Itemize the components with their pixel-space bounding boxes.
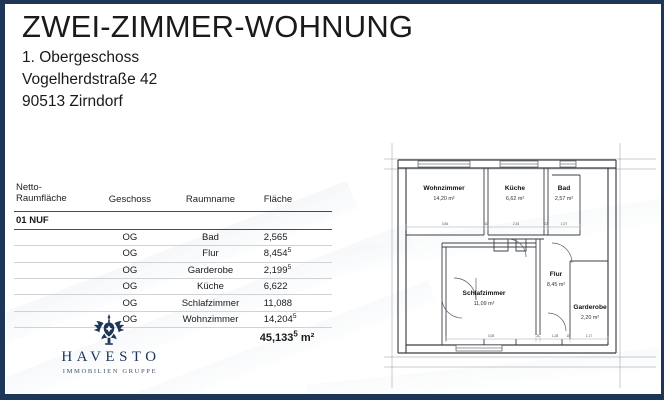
cell-flaeche: 14,2045: [255, 311, 332, 329]
room-area-table: Netto- Raumfläche Geschoss Raumname Fläc…: [14, 181, 332, 347]
cell-raumname: Flur: [165, 245, 256, 263]
group-label: 01 NUF: [14, 211, 95, 230]
dimension-bottom-5: 1,17: [586, 334, 593, 338]
cell-geschoss: OG: [94, 294, 166, 312]
room-label-kueche: Küche: [505, 185, 525, 192]
cell-raumname: Küche: [165, 278, 256, 296]
room-area-garderobe: 2,20 m²: [581, 315, 599, 321]
column-header-geschoss: Geschoss: [94, 181, 166, 212]
cell-flaeche: 11,088: [255, 294, 332, 312]
crown-crest-icon: [93, 314, 125, 345]
cell-net-area: [14, 278, 95, 296]
interior-walls: [406, 168, 608, 345]
cell-flaeche: 6,622: [255, 278, 332, 296]
cell-raumname: Wohnzimmer: [165, 311, 256, 329]
window-symbol: [417, 160, 577, 352]
room-area-kueche: 6,62 m²: [506, 196, 524, 202]
dimension-bottom-2: 11: [536, 334, 540, 338]
cell-net-area: [14, 311, 95, 329]
room-area-bad: 2,57 m²: [555, 196, 573, 202]
column-header-net-area-line2: Raumfläche: [16, 192, 67, 204]
column-header-net-area-line1: Netto-: [16, 182, 42, 193]
room-area-wohnzimmer: 14,20 m²: [433, 196, 454, 202]
wall-outline: [397, 159, 617, 354]
floorplan: Wohnzimmer 14,20 m² Küche 6,62 m² Bad 2,…: [384, 143, 656, 388]
subtitle-floor: 1. Obergeschoss: [22, 49, 140, 66]
cell-flaeche: 2,1995: [255, 262, 332, 279]
dimension-top-2: 11: [484, 222, 488, 226]
company-logo: HAVESTO IMMOBILIEN GRUPPE: [34, 313, 184, 375]
door-swing-icon: [441, 238, 573, 332]
room-area-schlafzimmer: 11,09 m²: [474, 301, 495, 307]
subtitle-street: Vogelherdstraße 42: [22, 71, 158, 88]
column-header-net-area: Netto- Raumfläche: [14, 181, 95, 212]
room-label-wohnzimmer: Wohnzimmer: [423, 185, 465, 192]
dimension-lines: [405, 224, 609, 342]
dimension-top-5: 1,07: [561, 222, 568, 226]
dimension-bottom-4: 11: [566, 334, 570, 338]
column-header-flaeche: Fläche: [255, 181, 332, 212]
total-area: 45,1335 m²: [255, 327, 332, 347]
floorplan-drawing: Wohnzimmer 14,20 m² Küche 6,62 m² Bad 2,…: [384, 143, 656, 388]
room-label-garderobe: Garderobe: [573, 304, 607, 311]
document-page: ZWEI-ZIMMER-WOHNUNG 1. Obergeschoss Voge…: [5, 4, 661, 394]
dimension-top-1: 3,56: [442, 222, 449, 226]
column-header-raumname: Raumname: [165, 181, 256, 212]
cell-flaeche: 8,4545: [255, 245, 332, 263]
cell-net-area: [14, 294, 95, 312]
cell-raumname: Bad: [165, 229, 256, 247]
room-label-flur: Flur: [550, 271, 563, 278]
room-area-flur: 8,45 m²: [547, 282, 565, 288]
page-title: ZWEI-ZIMMER-WOHNUNG: [22, 9, 414, 44]
room-label-bad: Bad: [558, 185, 570, 192]
logo-tagline: IMMOBILIEN GRUPPE: [62, 368, 158, 375]
dimension-bottom-3: 1,28: [552, 334, 559, 338]
cell-geschoss: OG: [94, 278, 166, 296]
cell-flaeche: 2,565: [255, 229, 332, 247]
cell-net-area: [14, 245, 95, 263]
cell-geschoss: OG: [94, 245, 166, 263]
subtitle-city: 90513 Zirndorf: [22, 93, 123, 110]
room-label-schlafzimmer: Schlafzimmer: [463, 290, 506, 297]
cell-raumname: Schlafzimmer: [165, 294, 256, 312]
dimension-bottom-1: 3,08: [488, 334, 495, 338]
dimension-top-4: 22: [544, 222, 548, 226]
cell-net-area: [14, 262, 95, 279]
table-header-row: Netto- Raumfläche Geschoss Raumname Fläc…: [14, 181, 332, 212]
logo-name: HAVESTO: [61, 349, 161, 365]
cell-geschoss: OG: [94, 262, 166, 279]
cell-net-area: [14, 229, 95, 247]
dimension-top-3: 2,34: [513, 222, 520, 226]
table-group-row: 01 NUF: [14, 211, 332, 230]
cell-geschoss: OG: [94, 229, 166, 247]
cell-raumname: Garderobe: [165, 262, 256, 279]
